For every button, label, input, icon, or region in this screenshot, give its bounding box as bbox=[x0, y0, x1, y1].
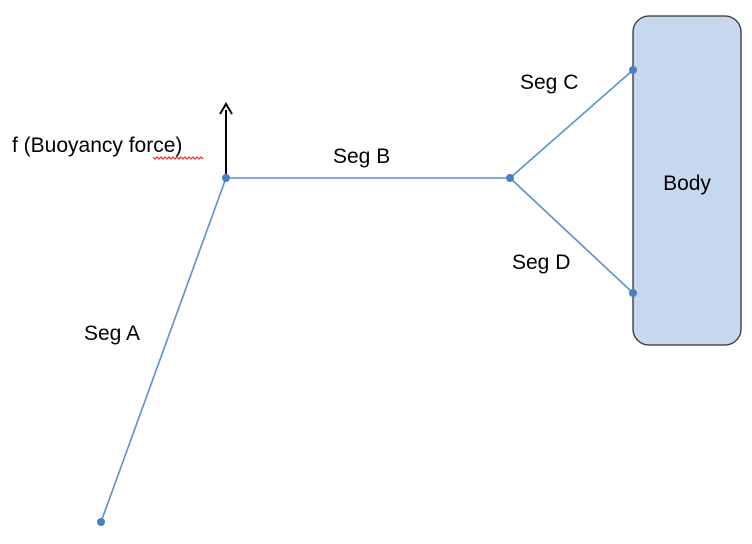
segment-c-line bbox=[509, 69, 634, 179]
seg-b-label: Seg B bbox=[333, 145, 390, 168]
seg-a-label: Seg A bbox=[84, 322, 140, 345]
segment-d-line bbox=[509, 177, 634, 294]
anchor-node bbox=[97, 518, 105, 526]
body-lower-node bbox=[629, 289, 637, 297]
up-arrow-icon bbox=[219, 102, 233, 174]
body-upper-node bbox=[629, 66, 637, 74]
body-block bbox=[632, 15, 742, 346]
spellcheck-underline bbox=[152, 156, 204, 160]
buoy-node bbox=[222, 174, 230, 182]
force-label: f (Buoyancy force) bbox=[12, 134, 182, 157]
seg-d-label: Seg D bbox=[512, 251, 570, 274]
segment-a-line bbox=[100, 177, 227, 523]
body-label: Body bbox=[663, 172, 711, 195]
junction-node bbox=[506, 174, 514, 182]
seg-c-label: Seg C bbox=[520, 71, 578, 94]
